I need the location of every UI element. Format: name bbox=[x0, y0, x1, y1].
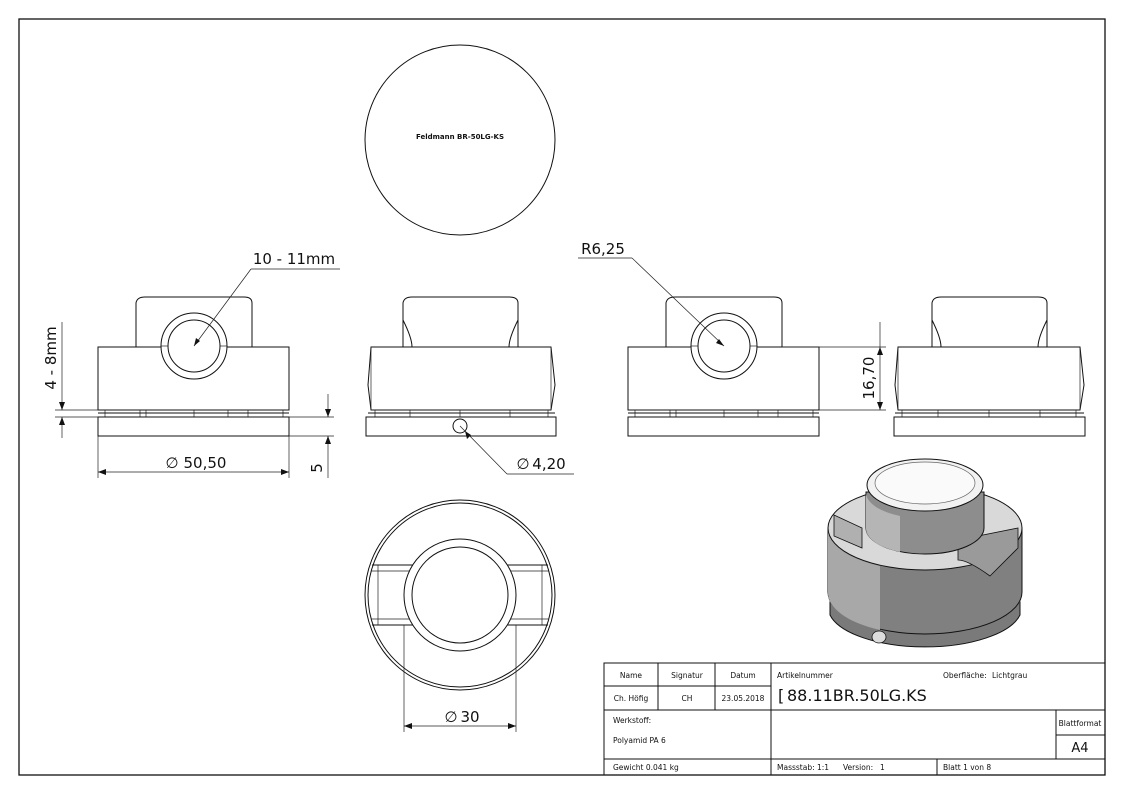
tb-name-header: Name bbox=[620, 671, 643, 680]
tb-datum-value: 23.05.2018 bbox=[722, 694, 765, 703]
dimension-bore: 10 - 11mm bbox=[193, 250, 340, 347]
front-view-3 bbox=[627, 296, 820, 437]
tb-datum-header: Datum bbox=[730, 671, 755, 680]
dimension-height: 16,70 bbox=[782, 322, 886, 411]
dim-top-diameter-label: 30 bbox=[460, 708, 479, 726]
tb-blatt: Blatt 1 von 8 bbox=[943, 763, 991, 772]
tb-version-value: 1 bbox=[880, 763, 885, 772]
tb-blattformat-label: Blattformat bbox=[1059, 719, 1102, 728]
tb-oberflaeche-label: Oberfläche: bbox=[943, 671, 987, 680]
dim-radius-label: R6,25 bbox=[581, 240, 625, 258]
title-block: Name Signatur Datum Ch. Höfig CH 23.05.2… bbox=[603, 662, 1106, 776]
top-view-disc bbox=[364, 44, 556, 236]
dimension-base-diameter: ∅ 50,50 bbox=[97, 436, 290, 478]
tb-signatur-value: CH bbox=[682, 694, 693, 703]
dim-base-diameter-symbol: ∅ bbox=[165, 454, 178, 472]
tb-name-value: Ch. Höfig bbox=[614, 694, 649, 703]
front-view-2 bbox=[365, 296, 557, 437]
isometric-view bbox=[827, 458, 1023, 648]
sheet-border bbox=[18, 18, 1106, 776]
tb-werkstoff-label: Werkstoff: bbox=[613, 716, 651, 725]
engraving-text: Feldmann BR-50LG-KS bbox=[416, 133, 504, 141]
dim-base-height-label: 5 bbox=[308, 463, 326, 473]
dim-height-range-label: 4 - 8mm bbox=[42, 326, 60, 389]
dimension-radius: R6,25 bbox=[578, 240, 725, 347]
dimension-top-diameter: ∅ 30 bbox=[403, 625, 517, 732]
dim-height-label: 16,70 bbox=[860, 357, 878, 400]
tb-signatur-header: Signatur bbox=[671, 671, 704, 680]
dimension-height-range: 4 - 8mm bbox=[42, 322, 98, 438]
tb-gewicht: Gewicht 0.041 kg bbox=[613, 763, 679, 772]
tb-artikelnummer-value: 88.11BR.50LG.KS bbox=[787, 686, 927, 705]
dim-base-diameter-label: 50,50 bbox=[184, 454, 227, 472]
tb-werkstoff-value: Polyamid PA 6 bbox=[613, 736, 666, 745]
dim-top-diameter-symbol: ∅ bbox=[444, 708, 457, 726]
bottom-view bbox=[364, 499, 556, 691]
tb-version-label: Version: bbox=[843, 763, 873, 772]
dim-bore-label: 10 - 11mm bbox=[253, 250, 335, 268]
tb-blattformat-value: A4 bbox=[1071, 741, 1088, 756]
top-view: Feldmann BR-50LG-KS bbox=[364, 44, 556, 236]
front-view-1 bbox=[97, 296, 290, 437]
dim-hole-label: 4,20 bbox=[532, 455, 565, 473]
tb-oberflaeche-value: Lichtgrau bbox=[992, 671, 1028, 680]
dim-hole-symbol: ∅ bbox=[516, 455, 529, 473]
tb-massstab: Massstab: 1:1 bbox=[777, 763, 829, 772]
tb-artikel-bracket: [ bbox=[778, 686, 784, 705]
dimension-base-height: 5 bbox=[289, 394, 334, 478]
tb-artikelnummer-label: Artikelnummer bbox=[777, 671, 834, 680]
dimension-hole: ∅ 4,20 bbox=[459, 425, 574, 475]
front-view-4 bbox=[893, 296, 1086, 437]
